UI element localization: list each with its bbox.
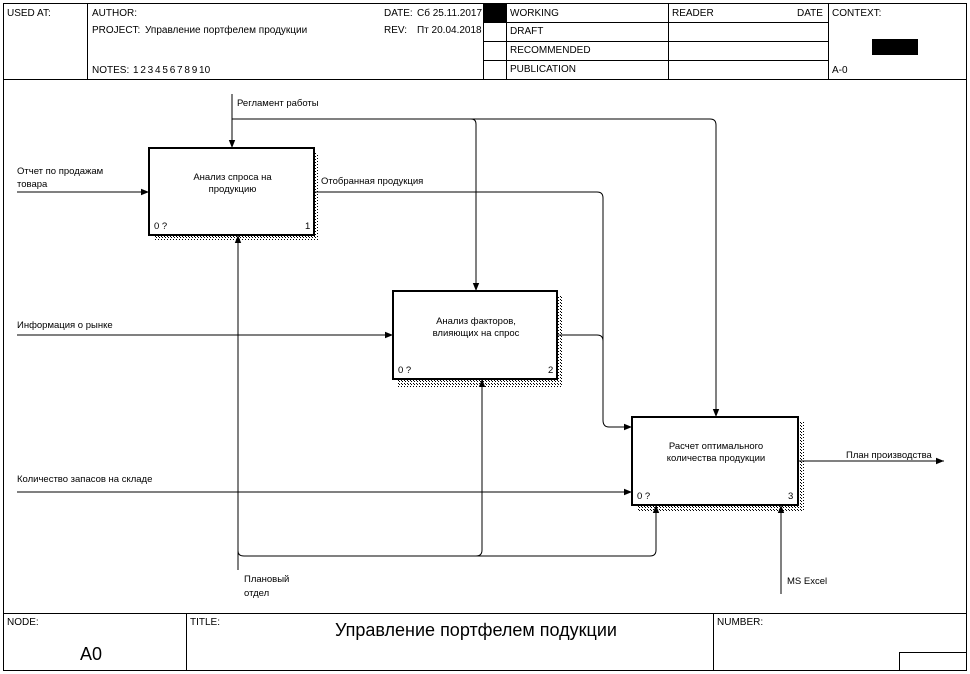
box-1-number: 1 (305, 221, 311, 232)
header-divider (87, 3, 88, 79)
arrow-output-selected (314, 191, 632, 431)
header-row-rule (483, 60, 828, 61)
rev-label: REV: (384, 25, 407, 36)
used-at-label: USED AT: (7, 8, 51, 19)
author-label: AUTHOR: (92, 8, 137, 19)
header-divider (828, 3, 829, 79)
box-1-cost: 0 ? (154, 221, 168, 232)
date-value: Сб 25.11.2017 (417, 8, 483, 19)
rev-value: Пт 20.04.2018 (417, 25, 482, 36)
context-thumbnail (872, 39, 918, 55)
arrow-mechanism-dept-branch-2 (237, 379, 486, 557)
footer-divider (186, 613, 187, 671)
header-row-rule (483, 41, 828, 42)
footer-number-rule (899, 652, 967, 653)
activity-box-1[interactable] (148, 147, 315, 236)
project-value: Управление портфелем продукции (145, 25, 308, 36)
status-recommended: RECOMMENDED (510, 45, 591, 56)
footer-number-divider (899, 652, 900, 671)
label-ms-excel: MS Excel (787, 576, 828, 587)
label-sales-report-1: Отчет по продажам (17, 166, 104, 177)
idef0-frame (3, 3, 967, 671)
label-market-info: Информация о рынке (17, 320, 113, 331)
project-label: PROJECT: (92, 25, 141, 36)
working-status-marker (484, 4, 506, 22)
box-3-cost: 0 ? (637, 491, 651, 502)
header-bottom-rule (3, 79, 967, 80)
label-stock: Количество запасов на складе (17, 474, 153, 485)
arrow-mechanism-dept-branch-3 (476, 505, 660, 557)
title-label: TITLE: (190, 617, 221, 628)
reader-date-label: DATE (797, 8, 823, 19)
context-node: A-0 (832, 65, 848, 76)
number-label: NUMBER: (717, 617, 764, 628)
box-3-number: 3 (788, 491, 794, 502)
box-2-cost: 0 ? (398, 365, 412, 376)
arrow-control-branch-3 (471, 118, 720, 417)
status-working: WORKING (510, 8, 559, 19)
label-dept-2: отдел (244, 588, 270, 599)
box-2-title: Анализ факторов,влияющих на спрос (432, 316, 520, 339)
footer-top-rule (3, 613, 967, 614)
status-publication: PUBLICATION (510, 64, 576, 75)
diagram-title: Управление портфелем подукции (335, 620, 617, 640)
arrow-output-box2 (557, 334, 604, 342)
notes-label: NOTES: (92, 65, 130, 76)
label-dept-1: Плановый (244, 574, 290, 585)
label-reglament: Регламент работы (237, 98, 319, 109)
box-2-number: 2 (548, 365, 554, 376)
label-sales-report-2: товара (17, 179, 48, 190)
context-label: CONTEXT: (832, 8, 882, 19)
date-label: DATE: (384, 8, 413, 19)
label-selected-products: Отобранная продукция (321, 176, 424, 187)
node-value: A0 (80, 644, 103, 664)
label-plan: План производства (846, 450, 932, 461)
header-row-rule (483, 22, 828, 23)
notes-values: 1 2 3 4 5 6 7 8 9 10 (133, 65, 211, 76)
status-draft: DRAFT (510, 26, 544, 37)
footer-divider (713, 613, 714, 671)
node-label: NODE: (7, 617, 39, 628)
reader-label: READER (672, 8, 714, 19)
